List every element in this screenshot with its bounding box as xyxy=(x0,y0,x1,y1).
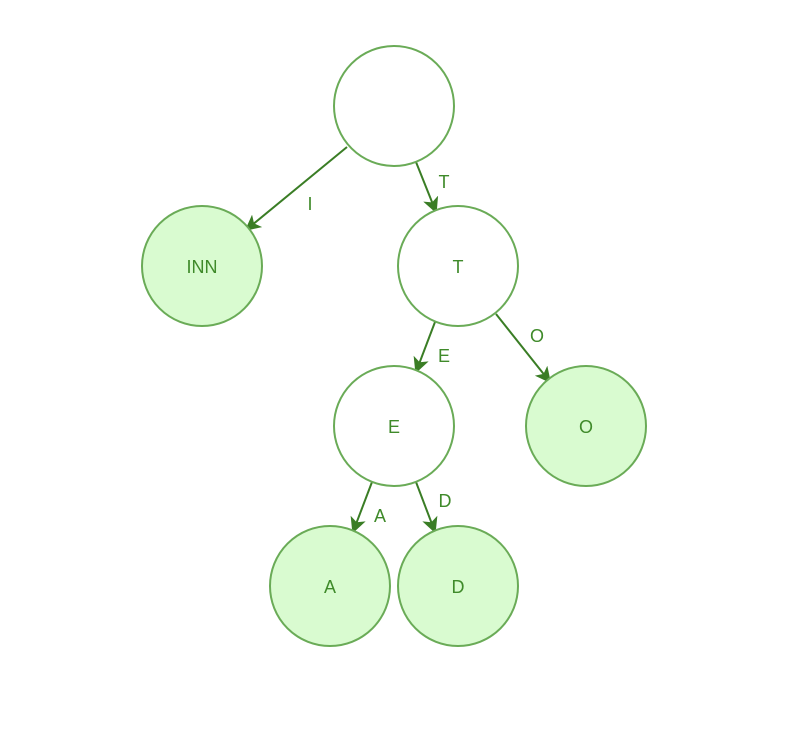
edge-t-e: E xyxy=(413,321,450,374)
node-circle xyxy=(397,205,519,327)
edge-label-t: T xyxy=(439,172,450,192)
edge-line xyxy=(350,481,373,534)
edge-e-d: D xyxy=(415,481,452,534)
edge-line xyxy=(415,161,439,214)
node-circle xyxy=(525,365,647,487)
node-circle xyxy=(333,45,455,167)
edge-root-t: T xyxy=(415,161,450,214)
edge-label-i: I xyxy=(307,194,312,214)
edge-t-o: O xyxy=(495,313,551,384)
node-circle xyxy=(269,525,391,647)
node-o: O xyxy=(525,365,647,487)
node-circle xyxy=(333,365,455,487)
node-t: T xyxy=(397,205,519,327)
node-e: E xyxy=(333,365,455,487)
node-circle xyxy=(141,205,263,327)
nodes-layer: INN T E O A D xyxy=(141,45,647,647)
edge-label-o: O xyxy=(530,326,544,346)
node-a: A xyxy=(269,525,391,647)
node-label-t: T xyxy=(453,257,464,277)
edge-label-e: E xyxy=(438,346,450,366)
edge-line xyxy=(413,321,436,374)
node-inn: INN xyxy=(141,205,263,327)
edge-root-inn: I xyxy=(244,146,348,232)
node-root xyxy=(333,45,455,167)
node-label-d: D xyxy=(452,577,465,597)
node-d: D xyxy=(397,525,519,647)
edge-label-a: A xyxy=(374,506,386,526)
edge-label-d: D xyxy=(439,491,452,511)
node-label-o: O xyxy=(579,417,593,437)
edge-line xyxy=(244,146,348,232)
edge-line xyxy=(415,481,438,534)
edge-line xyxy=(495,313,551,384)
node-label-inn: INN xyxy=(187,257,218,277)
edge-e-a: A xyxy=(350,481,386,534)
node-label-e: E xyxy=(388,417,400,437)
node-circle xyxy=(397,525,519,647)
node-label-a: A xyxy=(324,577,336,597)
edges-layer: I T E O A D xyxy=(244,146,551,534)
